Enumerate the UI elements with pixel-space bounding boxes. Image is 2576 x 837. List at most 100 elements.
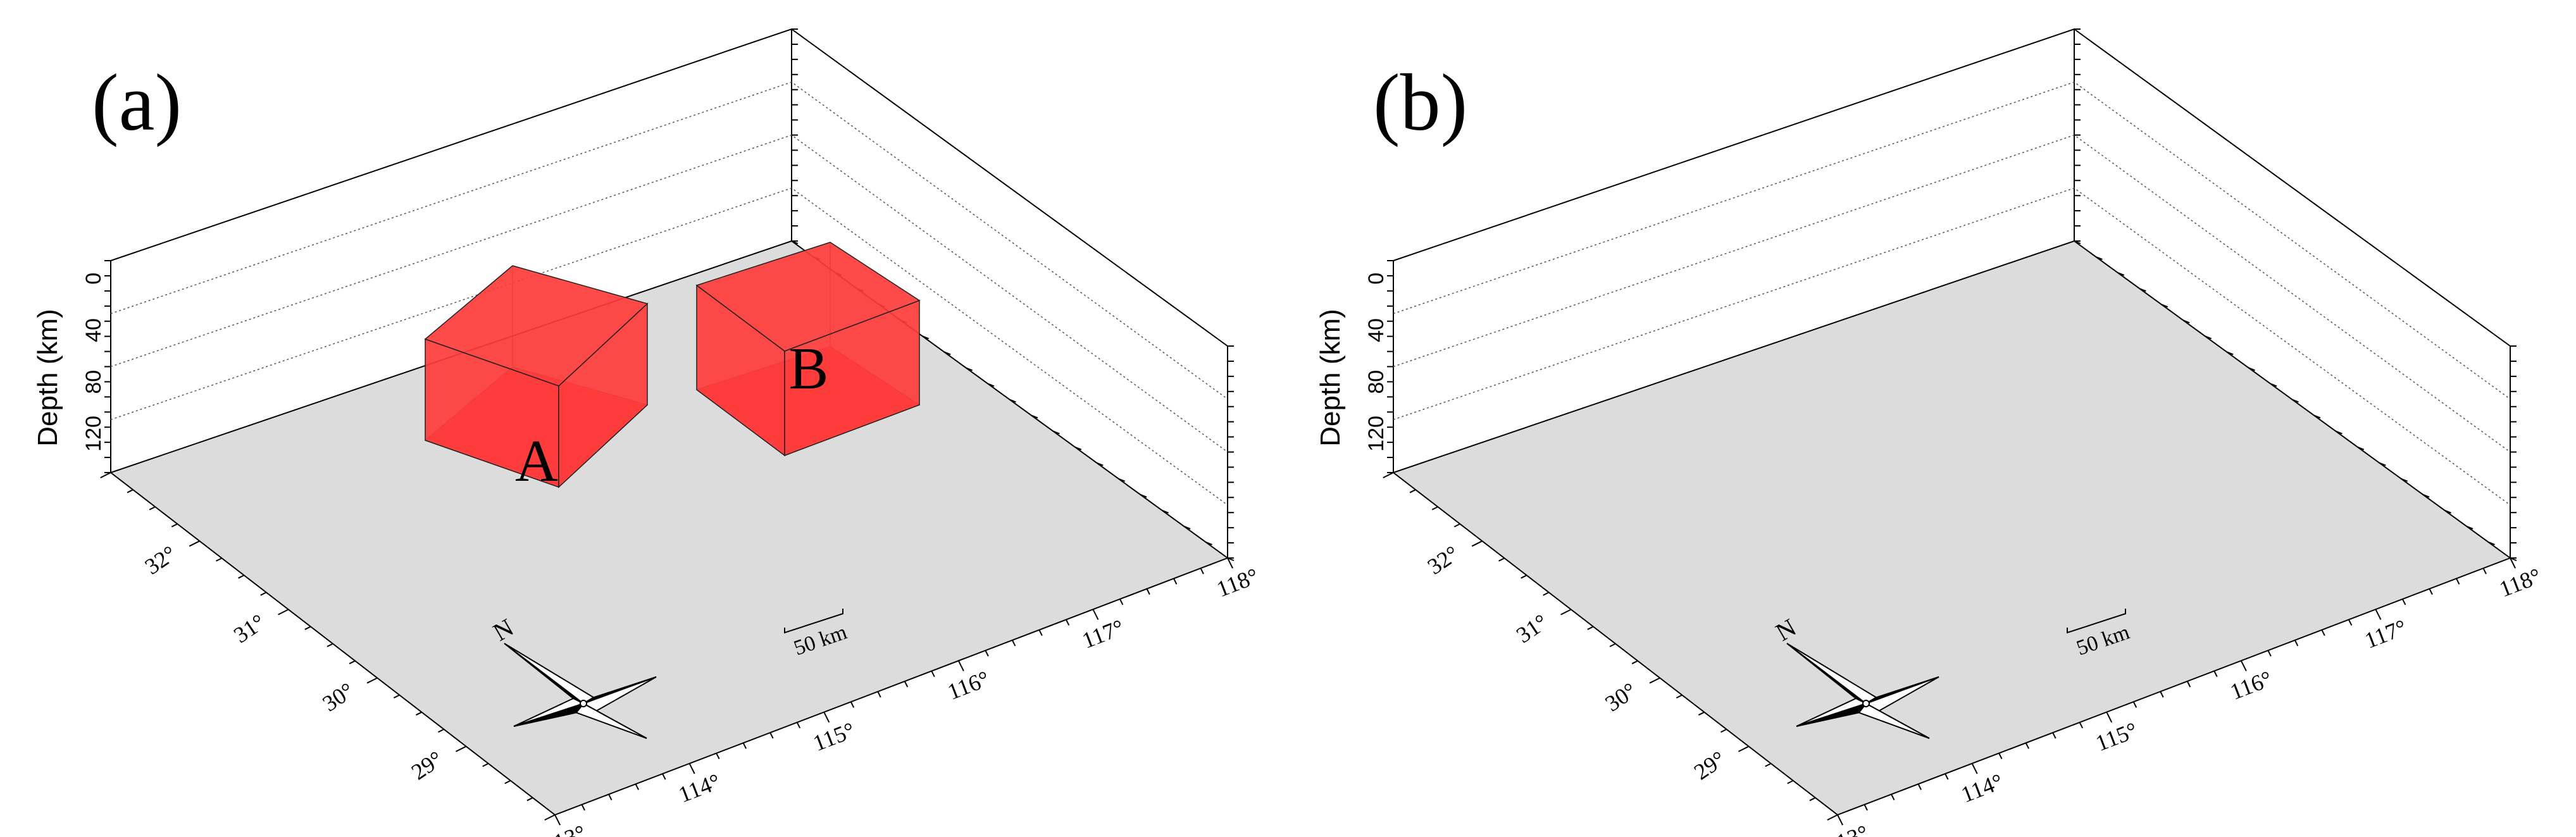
map-floor xyxy=(1391,240,2512,816)
floor-tick-east xyxy=(2292,399,2299,403)
lon-tick xyxy=(1891,794,1895,800)
lon-tick-label: 116° xyxy=(2227,666,2275,705)
lat-tick xyxy=(1765,762,1772,767)
lon-tick xyxy=(2456,578,2460,585)
floor-tick-east xyxy=(922,335,930,340)
floor-tick-east xyxy=(1162,509,1169,514)
depth-tick-label: 120 xyxy=(82,416,106,452)
depth-tick-label: 0 xyxy=(1364,273,1388,285)
floor-tick-east xyxy=(2422,493,2430,498)
floor-tick-east xyxy=(1227,557,1235,561)
floor-tick-east xyxy=(966,367,973,371)
map-floor xyxy=(109,240,1229,816)
depth-gridline xyxy=(1393,81,2511,400)
lon-tick xyxy=(2402,598,2406,605)
lat-tick xyxy=(1698,711,1705,716)
floor-tick-east xyxy=(987,383,995,387)
block-a: A xyxy=(424,265,649,494)
depth-gridline xyxy=(110,81,1228,400)
depth-tick-label: 120 xyxy=(1364,416,1388,452)
scale-bar xyxy=(2067,609,2126,634)
lon-tick xyxy=(1227,557,1233,569)
lon-tick xyxy=(1864,804,1868,811)
lon-tick xyxy=(1971,763,1978,774)
lat-tick xyxy=(366,677,378,684)
lon-tick xyxy=(823,712,830,723)
lon-tick xyxy=(957,660,964,672)
lat-tick xyxy=(1738,745,1750,752)
lat-tick-label: 29° xyxy=(1689,746,1730,784)
lon-tick xyxy=(1837,814,1843,826)
block-top-face xyxy=(424,265,649,387)
lon-tick xyxy=(2510,557,2516,569)
lon-tick xyxy=(2025,742,2030,749)
lon-tick xyxy=(2079,722,2084,729)
floor-tick-east xyxy=(2401,478,2408,482)
lat-tick-label: 32° xyxy=(140,541,181,580)
floor-tick-east xyxy=(2336,430,2343,435)
lon-tick xyxy=(608,794,613,800)
lon-tick xyxy=(769,732,774,739)
lat-tick xyxy=(189,540,200,547)
compass-arm xyxy=(513,697,585,727)
lon-tick xyxy=(1146,588,1150,595)
floor-tick-east xyxy=(2488,542,2495,545)
depth-gridline xyxy=(110,187,1228,505)
depth-axis-label: Depth (km) xyxy=(1315,309,1346,447)
floor-tick-east xyxy=(2182,319,2190,324)
lon-tick xyxy=(688,763,695,774)
floor-tick-east xyxy=(2205,335,2212,340)
lat-tick-label: 32° xyxy=(1423,541,1464,580)
lon-tick-label: 114° xyxy=(675,769,724,807)
floor-tick-east xyxy=(791,240,799,244)
lon-tick xyxy=(2321,629,2325,636)
lat-tick xyxy=(1471,540,1483,547)
depth-tick-label: 0 xyxy=(82,273,106,285)
lon-tick xyxy=(877,691,881,698)
compass-center xyxy=(1862,700,1870,707)
lon-tick xyxy=(1092,609,1099,620)
lon-tick xyxy=(2429,588,2433,595)
floor-tick-east xyxy=(2444,509,2452,514)
floor-tick-east xyxy=(1074,446,1082,450)
floor-tick-east xyxy=(2226,351,2234,356)
floor-tick-east xyxy=(2510,557,2517,561)
lat-tick xyxy=(1498,557,1505,562)
floor-tick-east xyxy=(2248,367,2255,371)
lat-tick xyxy=(1827,814,1838,821)
lon-tick xyxy=(635,783,639,790)
lat-tick xyxy=(278,609,289,616)
lat-tick xyxy=(149,506,156,511)
lon-tick xyxy=(2348,619,2353,626)
lat-tick-label: 29° xyxy=(407,746,447,784)
floor-tick-east xyxy=(2466,525,2473,530)
lat-tick xyxy=(1676,694,1683,699)
lat-tick xyxy=(455,745,467,752)
lon-tick-label: 117° xyxy=(1079,614,1128,653)
panel-label: (b) xyxy=(1373,58,1467,147)
floor-tick-east xyxy=(1183,525,1191,530)
lat-tick xyxy=(304,626,311,630)
lon-tick xyxy=(2186,681,2191,688)
lon-tick xyxy=(2375,609,2382,620)
compass-center xyxy=(580,700,587,707)
lat-tick-label: 30° xyxy=(318,678,358,716)
lon-tick xyxy=(2294,640,2299,647)
lon-tick xyxy=(1011,640,1016,647)
floor-tick-east xyxy=(2379,462,2386,466)
lat-tick-label: 30° xyxy=(1600,678,1641,716)
lon-tick xyxy=(716,753,720,760)
lat-tick xyxy=(1631,660,1638,664)
lon-tick xyxy=(1038,629,1043,636)
lon-tick xyxy=(2052,732,2056,739)
lon-tick xyxy=(1917,783,1922,790)
panel-label: (a) xyxy=(92,58,182,147)
lat-tick xyxy=(544,814,556,821)
lat-tick xyxy=(1609,643,1616,647)
lat-tick xyxy=(1409,489,1416,493)
lat-tick xyxy=(1453,523,1460,528)
lat-tick xyxy=(415,711,422,716)
floor-tick-east xyxy=(1009,399,1016,403)
